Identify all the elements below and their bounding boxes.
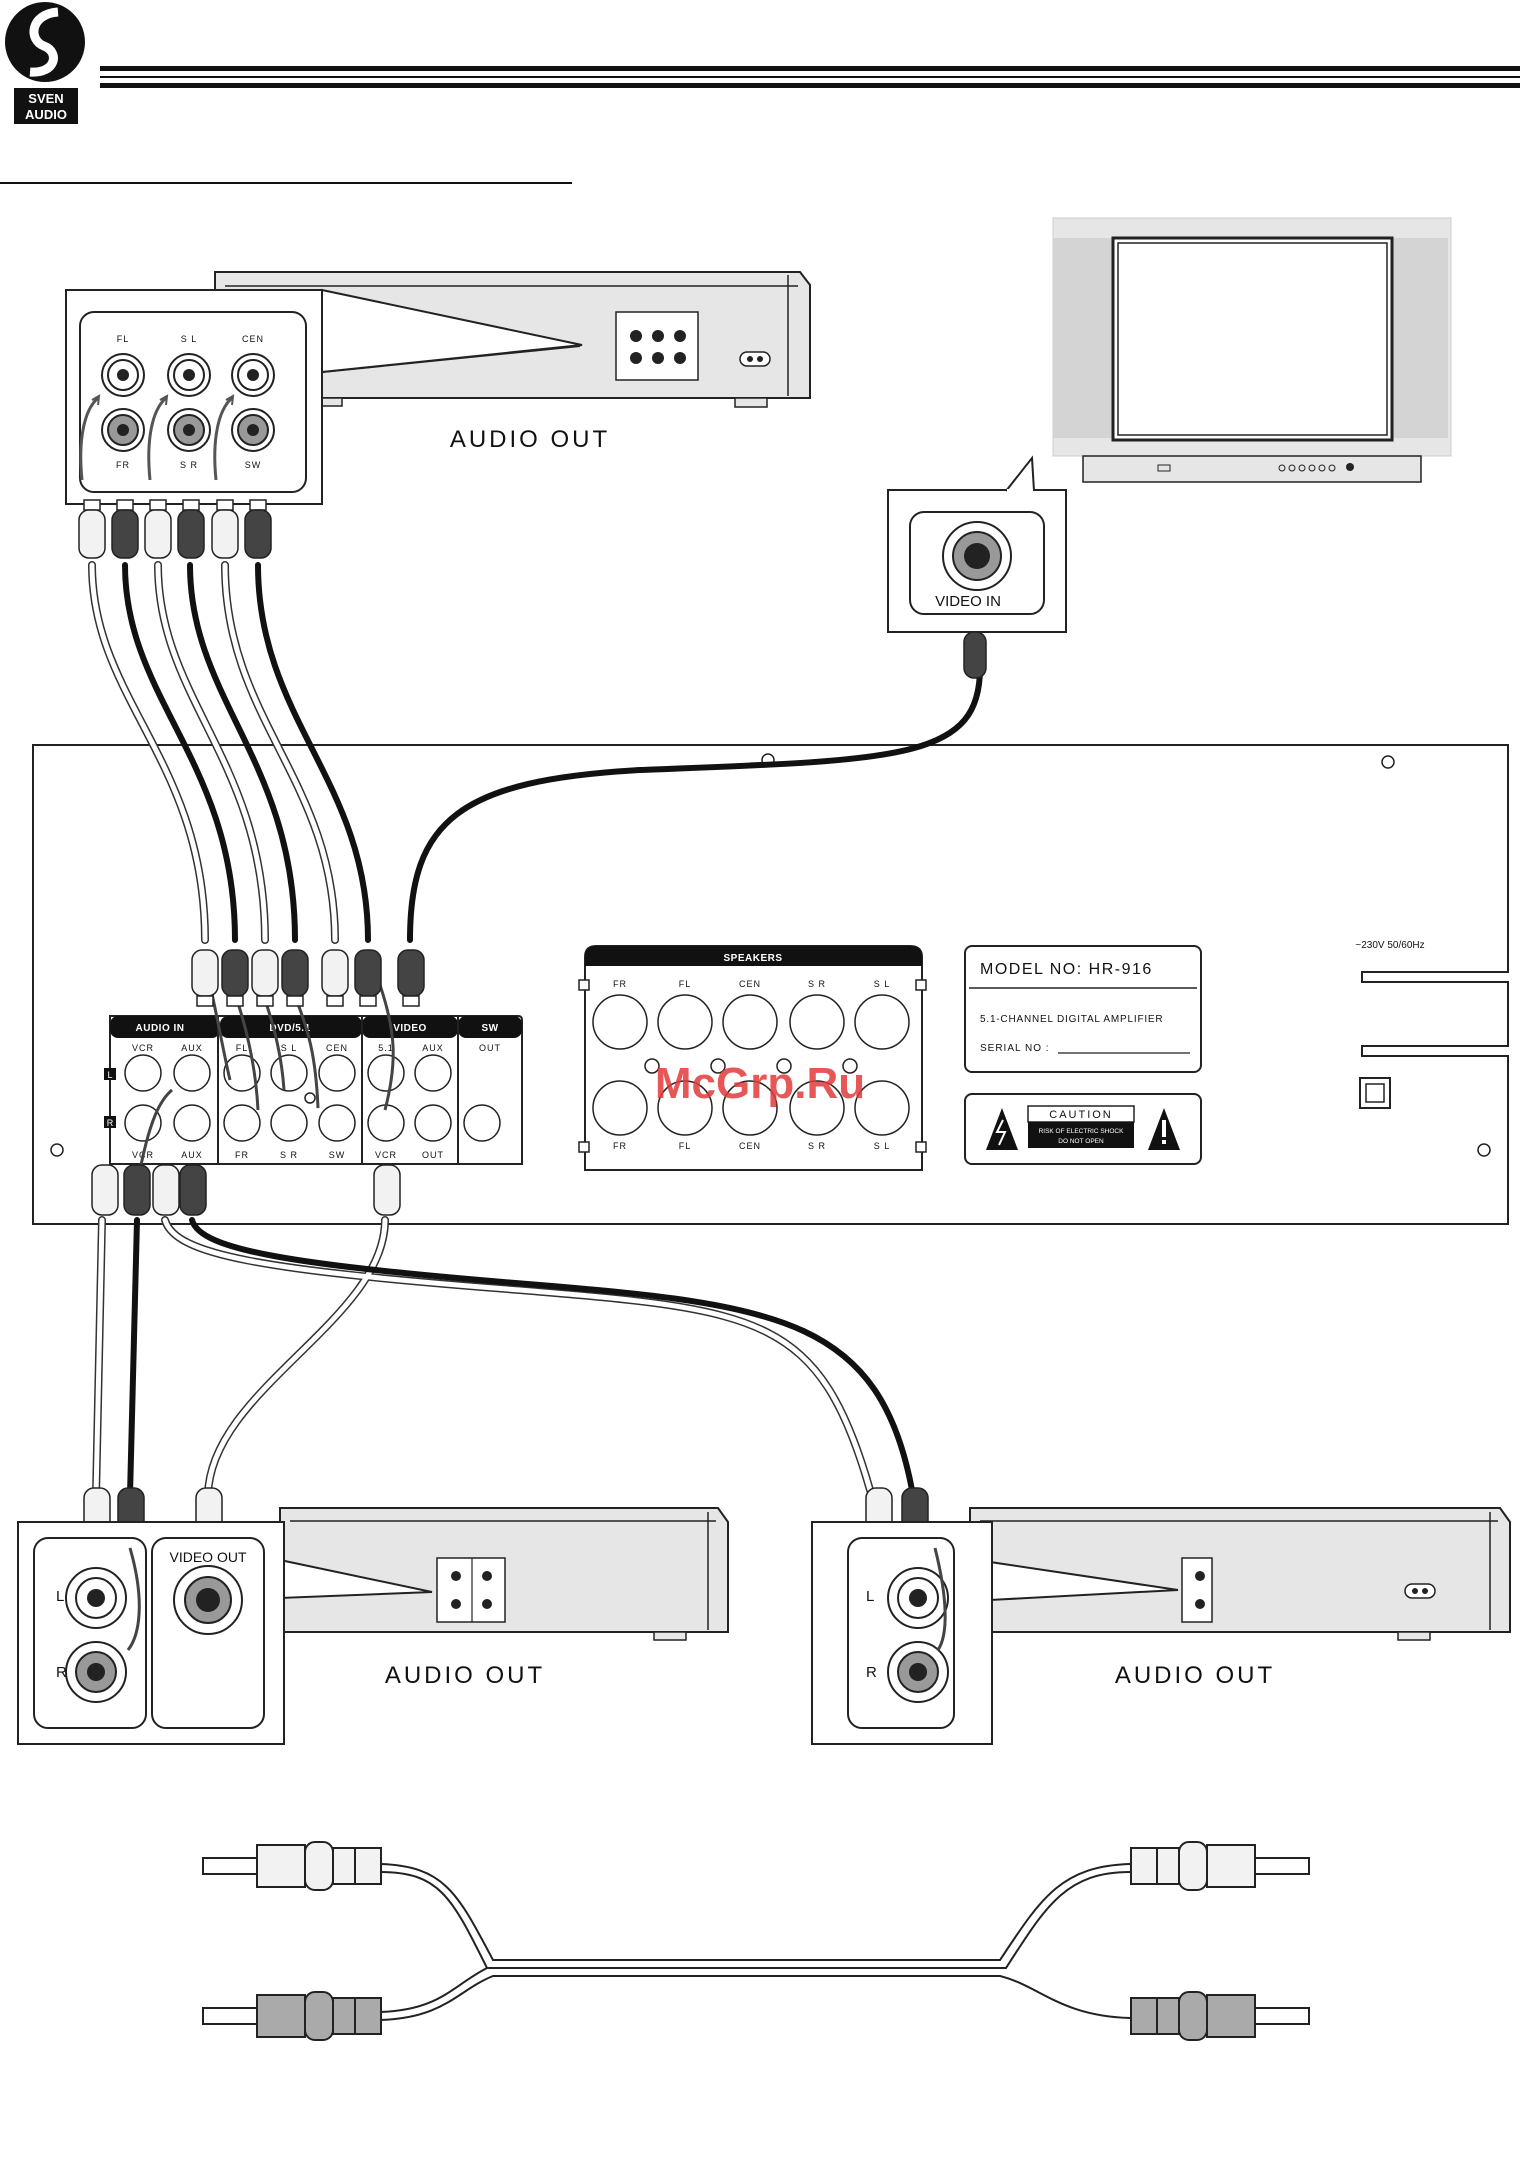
speaker-terminals: SPEAKERS FR FL CEN S R S L FR FL CEN S R… — [578, 945, 927, 1171]
jack-sw — [231, 408, 275, 452]
model-description: 5.1-CHANNEL DIGITAL AMPLIFIER — [980, 1014, 1163, 1025]
dvd-in-sr: S R — [280, 1150, 298, 1160]
tv-jack-label: VIDEO IN — [935, 593, 1001, 610]
rca-plug-right-grey — [1130, 1991, 1310, 2041]
vcr-jack-r — [65, 1641, 127, 1703]
television — [1052, 217, 1452, 483]
dvd-label-fl: FL — [117, 334, 130, 344]
caution-title: CAUTION — [1049, 1109, 1113, 1121]
dvd-in-fr: FR — [235, 1150, 249, 1160]
spk-bot-sl: S L — [874, 1141, 891, 1151]
jack-fr — [101, 408, 145, 452]
vcr-jack-l — [65, 1567, 127, 1629]
video-in-aux: AUX — [422, 1043, 444, 1053]
hdr-dvd51: DVD/5.1 — [269, 1023, 310, 1034]
hdr-video: VIDEO — [393, 1023, 427, 1034]
rca-plug-left-white — [202, 1841, 382, 1891]
caution-label: CAUTION RISK OF ELECTRIC SHOCK DO NOT OP… — [964, 1093, 1202, 1165]
aux-device: L R — [811, 1507, 1511, 1745]
amp-input-panel: AUDIO IN DVD/5.1 VIDEO SW VCR AUX VCR AU… — [104, 984, 523, 1171]
dvd-label-sw: SW — [245, 460, 262, 470]
serial-no: SERIAL NO : — [980, 1043, 1050, 1054]
ai-label-vcr: VCR — [132, 1043, 154, 1053]
spk-top-fl: FL — [679, 979, 692, 989]
tv-video-callout: VIDEO IN — [887, 455, 1067, 633]
dvd-arrows — [79, 394, 235, 481]
plug-dvd-row — [78, 499, 272, 559]
vcr-r: R — [56, 1664, 67, 1681]
spk-top-fr: FR — [613, 979, 627, 989]
spk-bot-sr: S R — [808, 1141, 826, 1151]
aux-l: L — [866, 1588, 874, 1605]
sven-logo: SVEN AUDIO — [5, 2, 85, 124]
dvd-label-sr: S R — [180, 460, 198, 470]
caution-line1: RISK OF ELECTRIC SHOCK — [1039, 1128, 1125, 1135]
caution-line2: DO NOT OPEN — [1058, 1138, 1104, 1145]
vcr-device: L R VIDEO OUT — [17, 1507, 729, 1745]
jack-sr — [167, 408, 211, 452]
cables — [88, 561, 983, 1499]
watermark: McGrp.Ru — [655, 1059, 865, 1108]
video-in-51: 5.1 — [378, 1043, 394, 1053]
rca-plug-left-grey — [202, 1991, 382, 2041]
vcr-video-out: VIDEO OUT — [169, 1549, 246, 1565]
spk-bot-fr: FR — [613, 1141, 627, 1151]
logo-line2: AUDIO — [25, 107, 67, 122]
aux-jack-l — [887, 1567, 949, 1629]
hdr-sw: SW — [481, 1023, 498, 1034]
plug-tv — [963, 631, 987, 679]
dvd-label-cen: CEN — [242, 334, 264, 344]
rca-plug-right-white — [1130, 1841, 1310, 1891]
hdr-audio-in: AUDIO IN — [136, 1023, 185, 1034]
ai-label-aux: AUX — [181, 1043, 203, 1053]
stereo-rca-cable — [202, 1841, 1310, 2041]
plug-amp-bottom-row — [91, 1164, 401, 1216]
dvd-caption: AUDIO OUT — [450, 426, 610, 453]
jack-fl — [101, 353, 145, 397]
vcr-l: L — [56, 1588, 64, 1605]
dvd-jacks — [101, 353, 275, 452]
dvd-in-sl: S L — [281, 1043, 298, 1053]
jack-sl — [167, 353, 211, 397]
aux-caption: AUDIO OUT — [1115, 1662, 1275, 1689]
dvd-in-fl: FL — [236, 1043, 249, 1053]
dvd-in-sw: SW — [329, 1150, 346, 1160]
ai-label-aux-b: AUX — [181, 1150, 203, 1160]
video-out: OUT — [422, 1150, 444, 1160]
amp-input-jacks — [124, 1054, 501, 1142]
sw-out: OUT — [479, 1043, 501, 1053]
lr-mark-r: R — [107, 1118, 114, 1128]
lr-mark-l: L — [107, 1070, 112, 1080]
dvd-rear-jacks — [615, 311, 699, 381]
dvd-label-sl: S L — [181, 334, 198, 344]
plug-amp-top-row — [191, 949, 425, 1007]
power-rating: ~230V 50/60Hz — [1355, 940, 1424, 951]
spk-top-sr: S R — [808, 979, 826, 989]
aux-jack-r — [887, 1641, 949, 1703]
jack-cen — [231, 353, 275, 397]
logo-line1: SVEN — [28, 91, 63, 106]
vcr-jack-video — [173, 1565, 243, 1635]
vcr-caption: AUDIO OUT — [385, 1662, 545, 1689]
header-rule — [100, 66, 1520, 88]
model-label: MODEL NO: HR-916 5.1-CHANNEL DIGITAL AMP… — [964, 945, 1202, 1073]
aux-r: R — [866, 1664, 877, 1681]
spk-bot-fl: FL — [679, 1141, 692, 1151]
spk-top-cen: CEN — [739, 979, 761, 989]
model-no: MODEL NO: HR-916 — [980, 961, 1153, 978]
speakers-title: SPEAKERS — [723, 953, 782, 964]
dvd-panel-labels: FL S L CEN FR S R SW — [116, 334, 264, 470]
section-rule — [0, 182, 572, 184]
dvd-in-cen: CEN — [326, 1043, 348, 1053]
video-in-vcr: VCR — [375, 1150, 397, 1160]
spk-bot-cen: CEN — [739, 1141, 761, 1151]
spk-top-sl: S L — [874, 979, 891, 989]
dvd-label-fr: FR — [116, 460, 130, 470]
